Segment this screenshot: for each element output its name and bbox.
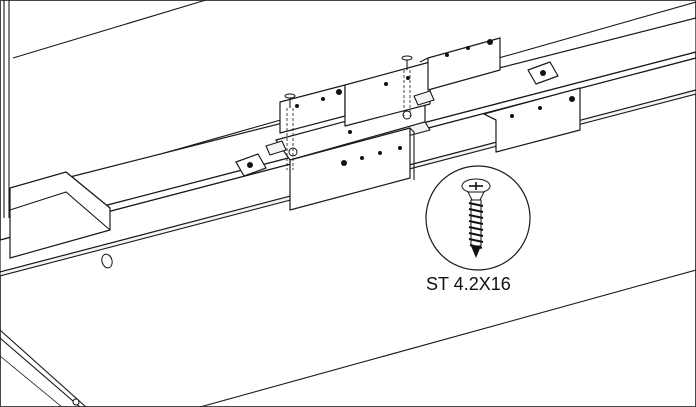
center-sleeve — [344, 61, 431, 127]
left-sleeve-lower — [289, 127, 415, 211]
clip-tab-left — [265, 140, 287, 156]
desk-side-rail — [3, 0, 10, 218]
right-sleeve-lower — [483, 87, 581, 153]
screw-right — [401, 55, 413, 116]
right-sleeve-upper — [419, 37, 501, 91]
mounting-tab-left — [235, 153, 267, 177]
beam-mounting-hole — [101, 253, 113, 269]
screw-left — [284, 93, 296, 170]
screw-spec-label: ST 4.2X16 — [426, 274, 511, 294]
screw-callout: ST 4.2X16 — [425, 165, 531, 294]
bracket-hole-right — [402, 110, 412, 120]
phillips-screw-icon — [461, 178, 491, 258]
clip-tab-right — [413, 90, 435, 106]
beam-end-block — [9, 171, 111, 259]
tabletop-lower-edge — [0, 269, 696, 407]
mounting-tab-right — [527, 61, 559, 85]
